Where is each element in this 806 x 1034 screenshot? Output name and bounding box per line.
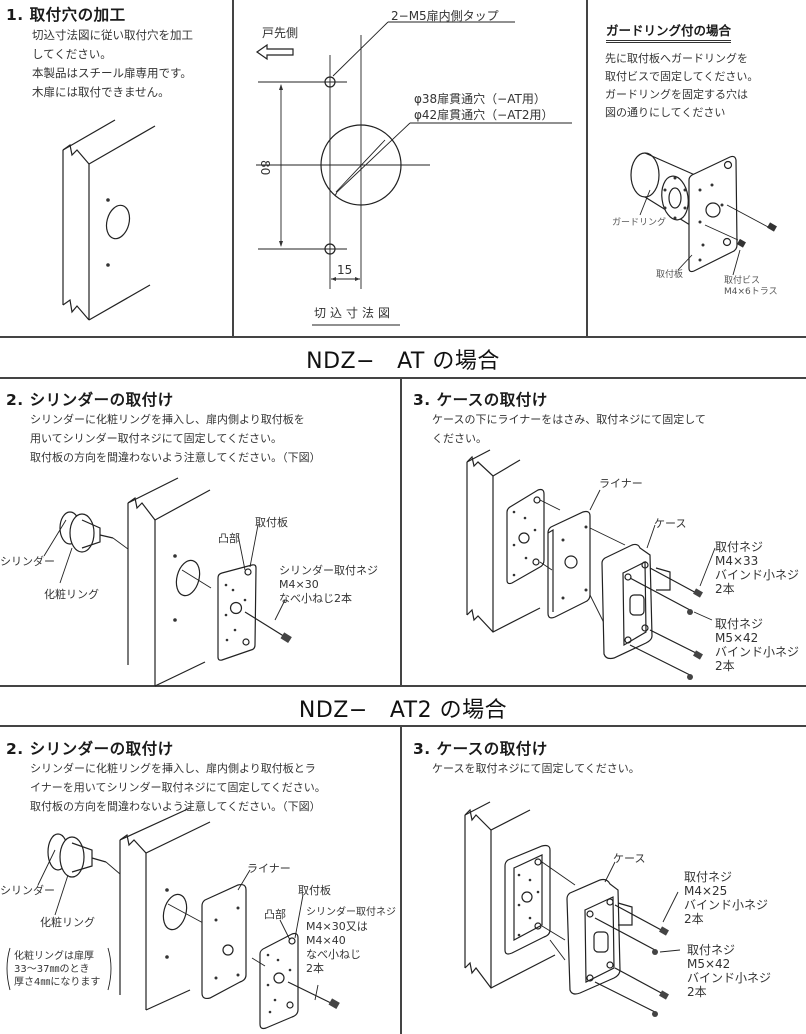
at-screw-a-1: 取付ネジ (715, 540, 764, 554)
at2-note-line-3: 厚さ4㎜になります (14, 977, 101, 988)
step1-line-1: 切込寸法図に従い取付穴を加工 (32, 28, 193, 42)
at2-screw-b-4: 2本 (687, 985, 707, 999)
step1-line-4: 木扉には取付できません。 (32, 85, 170, 99)
divider-top-bottom (0, 336, 806, 338)
at-screw-a-2: M4×33 (715, 554, 759, 568)
at-cylinder-label: シリンダー (0, 555, 55, 568)
divider-top-left (232, 0, 234, 337)
guard-ring-line-4: 図の通りにしてください (605, 106, 726, 119)
at2-step3-title: 3. ケースの取付け (413, 740, 548, 758)
at-step2-line-2: 用いてシリンダー取付ネジにて固定してください。 (30, 432, 283, 445)
step1-line-2: してください。 (32, 47, 112, 61)
door-hole-illustration (62, 119, 156, 321)
at2-screw-a-3: バインド小ネジ (684, 898, 769, 912)
section-at2-model: NDZ− (298, 698, 368, 723)
at-screw-a-4: 2本 (715, 582, 735, 596)
at2-screw-label-1: シリンダー取付ネジ (306, 907, 396, 918)
at2-screw-label-4: なべ小ねじ (306, 948, 361, 961)
step1-title: 1. 取付穴の加工 (6, 6, 126, 24)
at2-case-label: ケース (613, 852, 646, 865)
divider-at-middle (400, 378, 402, 686)
section-at-model: NDZ− (306, 349, 376, 374)
at-screw-label-3: なべ小ねじ2本 (279, 592, 352, 605)
at2-screw-a-2: M4×25 (684, 884, 728, 898)
guard-ring-label: ガードリング (612, 218, 667, 228)
section-at-heading: NDZ− AT の場合 (0, 343, 806, 375)
diagram-caption: 切込寸法図 (314, 306, 395, 320)
hole-label-at2: φ42扉貫通穴（−AT2用） (414, 108, 554, 122)
at2-screw-label-2: M4×30又は (306, 920, 368, 933)
at2-screw-b-1: 取付ネジ (687, 943, 736, 957)
door-edge-label: 戸先側 (262, 26, 299, 40)
at2-convex-label: 凸部 (264, 908, 286, 921)
at2-step2-title: 2. シリンダーの取付け (6, 740, 174, 758)
tap-label: 2−M5扉内側タップ (391, 9, 499, 23)
at-case-illustration (466, 449, 716, 680)
at-step2-title: 2. シリンダーの取付け (6, 391, 174, 409)
at2-step2-line-3: 取付板の方向を間違わないよう注意してください。（下図） (30, 800, 321, 813)
at2-ring-label: 化粧リング (40, 916, 95, 929)
divider-top-right (586, 0, 588, 337)
at2-screw-label-3: M4×40 (306, 934, 346, 947)
at-step3-line-1: ケースの下にライナーをはさみ、取付ネジにて固定して (432, 413, 706, 426)
at2-cylinder-label: シリンダー (0, 884, 55, 897)
at2-screw-a-4: 2本 (684, 912, 704, 926)
step1-line-3: 本製品はスチール扉専用です。 (32, 66, 192, 80)
guard-screw-label-1: 取付ビス (724, 276, 761, 286)
at-screw-b-2: M5×42 (715, 631, 759, 645)
at2-step2-line-1: シリンダーに化粧リングを挿入し、扉内側より取付板とラ (30, 762, 316, 775)
at-screw-b-1: 取付ネジ (715, 617, 764, 631)
at-step2-line-1: シリンダーに化粧リングを挿入し、扉内側より取付板を (30, 413, 305, 426)
at-screw-a-3: バインド小ネジ (715, 568, 800, 582)
at-step3-line-2: ください。 (432, 432, 487, 445)
guard-screw-label-2: M4×6トラス (724, 287, 778, 297)
section-at2-heading: NDZ− AT2 の場合 (0, 692, 806, 724)
at-screw-b-4: 2本 (715, 659, 735, 673)
at-convex-label: 凸部 (218, 532, 240, 545)
at2-plate-label: 取付板 (298, 884, 331, 897)
at-screw-label-1: シリンダー取付ネジ (279, 564, 378, 577)
at-step2-line-3: 取付板の方向を間違わないよう注意してください。（下図） (30, 451, 321, 464)
at2-step2-line-2: イナーを用いてシリンダー取付ネジにて固定してください。 (30, 781, 326, 794)
dim-15-label: 15 (337, 263, 353, 277)
at2-screw-label-5: 2本 (306, 962, 324, 975)
at-liner-label: ライナー (599, 477, 643, 490)
at-plate-label: 取付板 (255, 516, 288, 529)
at-step3-title: 3. ケースの取付け (413, 391, 548, 409)
at2-screw-b-3: バインド小ネジ (687, 971, 772, 985)
cutout-dimension-drawing (256, 21, 572, 326)
at-case-label: ケース (654, 517, 687, 530)
section-at2-variant: AT2 の場合 (389, 698, 508, 723)
at2-cylinder-illustration (6, 807, 340, 1030)
at-cylinder-illustration (43, 477, 292, 687)
guard-ring-line-1: 先に取付板へガードリングを (605, 52, 748, 65)
at2-note-line-2: 33〜37㎜のとき (14, 964, 90, 975)
at-screw-b-3: バインド小ネジ (715, 645, 800, 659)
guard-plate-label: 取付板 (656, 270, 684, 280)
at-screw-label-2: M4×30 (279, 578, 319, 591)
hole-label-at: φ38扉貫通穴（−AT用） (414, 92, 546, 106)
at2-step3-line-1: ケースを取付ネジにて固定してください。 (432, 762, 640, 775)
at2-screw-a-1: 取付ネジ (684, 870, 733, 884)
guard-ring-illustration (630, 152, 777, 276)
section-at-variant: AT の場合 (397, 349, 500, 374)
at2-liner-label: ライナー (247, 862, 291, 875)
arrow-left-icon (255, 43, 294, 61)
at2-note-line-1: 化粧リングは扉厚 (14, 951, 94, 962)
divider-at-header-bottom (0, 377, 806, 379)
guard-ring-line-2: 取付ビスで固定してください。 (605, 70, 759, 83)
guard-ring-title: ガードリング付の場合 (606, 20, 732, 43)
divider-at2-middle (400, 726, 402, 1034)
guard-ring-line-3: ガードリングを固定する穴は (605, 88, 748, 101)
divider-at-bottom (0, 685, 806, 687)
divider-at2-header-bottom (0, 725, 806, 727)
at2-screw-b-2: M5×42 (687, 957, 731, 971)
at-ring-label: 化粧リング (44, 588, 99, 601)
